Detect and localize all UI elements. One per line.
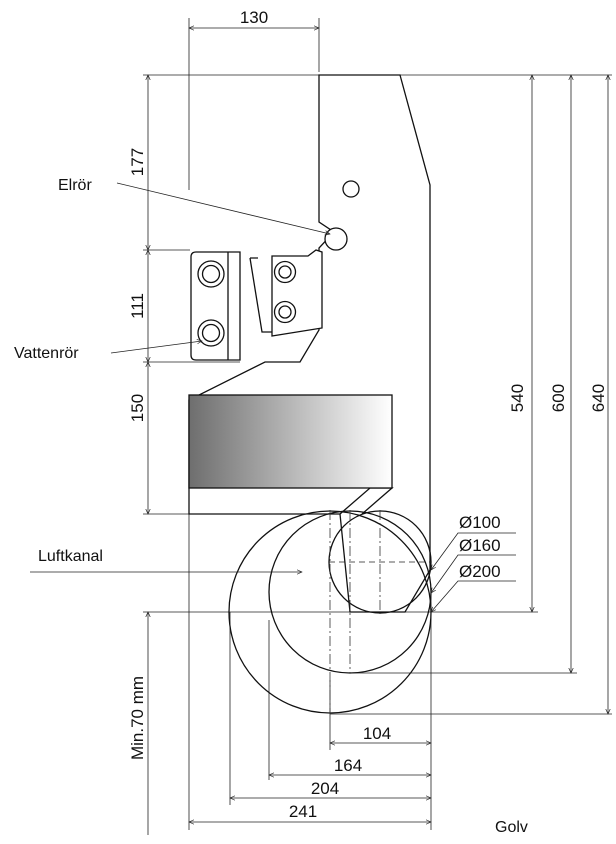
air-duct-label: Luftkanal [38, 548, 103, 565]
dim-104: 104 [363, 724, 391, 743]
diameter-160-label: Ø160 [459, 536, 501, 555]
diameter-100-label: Ø100 [459, 513, 501, 532]
floor-label: Golv [495, 819, 528, 836]
bracket-link [249, 257, 272, 333]
dim-top-width: 130 [240, 8, 268, 27]
diameter-200-label: Ø200 [459, 562, 501, 581]
shaded-panel [188, 394, 393, 489]
small-hole-circle [342, 180, 360, 198]
dimension-lines [148, 28, 608, 835]
dim-min-clearance: Min.70 mm [128, 676, 147, 760]
dim-177: 177 [128, 148, 147, 176]
water-pipe-bracket-left [190, 251, 241, 361]
dim-640: 640 [589, 384, 608, 412]
dim-164: 164 [334, 756, 362, 775]
dim-540: 540 [508, 384, 527, 412]
electrical-conduit-label: Elrör [58, 177, 92, 194]
dim-204: 204 [311, 779, 339, 798]
callout-leaders [30, 182, 516, 612]
water-pipes-label: Vattenrör [14, 345, 79, 362]
dim-150: 150 [128, 394, 147, 422]
electrical-conduit-circle [324, 227, 348, 251]
dim-111: 111 [128, 293, 147, 319]
dim-600: 600 [549, 384, 568, 412]
water-pipe-bracket-right [271, 249, 323, 337]
dim-241: 241 [289, 802, 317, 821]
